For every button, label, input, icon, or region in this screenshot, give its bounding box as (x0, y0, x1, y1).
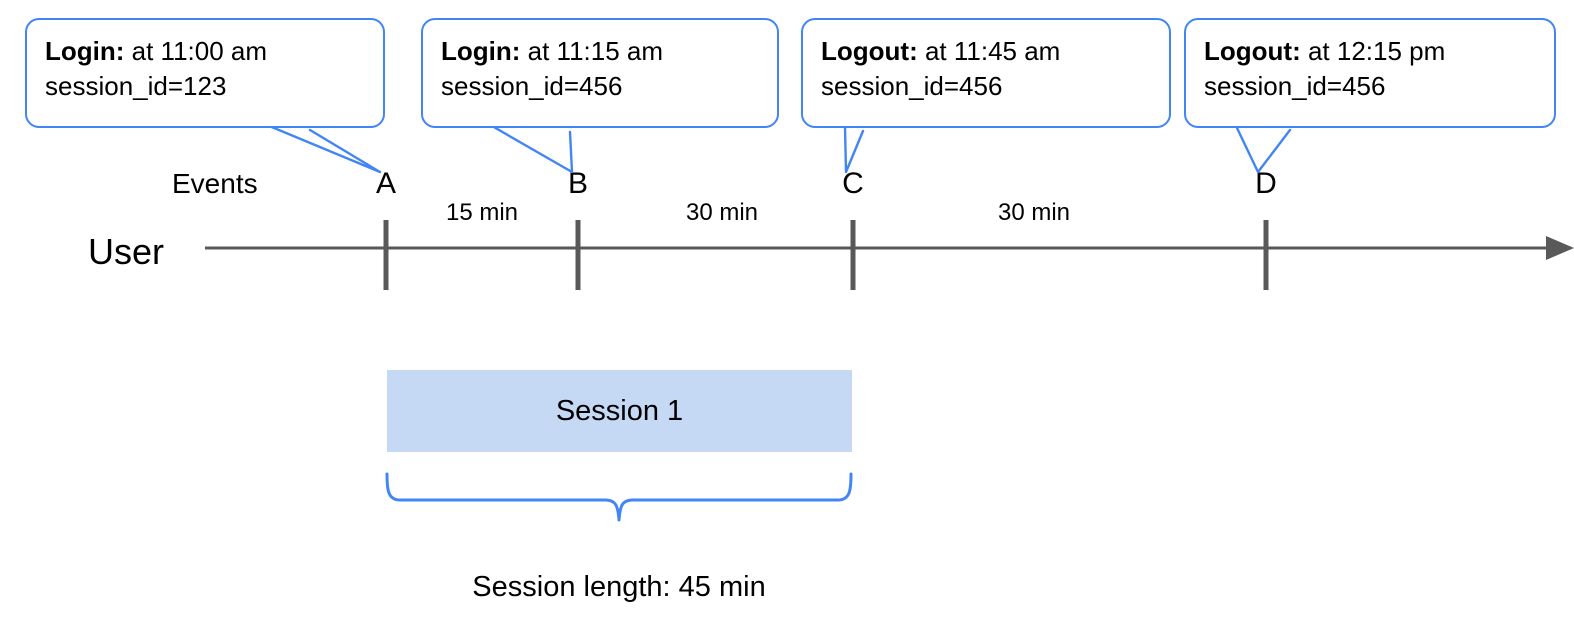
gap-label-b-c: 30 min (685, 199, 759, 226)
event-callout-b-detail: at 11:15 am (520, 36, 664, 66)
event-callout-d[interactable]: Logout: at 12:15 pm session_id=456 (1184, 18, 1556, 128)
event-callout-c[interactable]: Logout: at 11:45 am session_id=456 (801, 18, 1171, 128)
event-callout-d-line2: session_id=456 (1204, 70, 1386, 101)
session-block[interactable]: Session 1 (387, 370, 852, 452)
event-callout-b[interactable]: Login: at 11:15 am session_id=456 (421, 18, 779, 128)
event-callout-d-line1: Logout: at 12:15 pm (1204, 34, 1538, 69)
tick-mark-d (1263, 220, 1269, 290)
event-callout-a-detail: at 11:00 am (124, 36, 268, 66)
event-callout-c-lead: Logout: (821, 36, 918, 66)
session-block-label: Session 1 (555, 394, 684, 427)
session-span-brace (385, 472, 853, 522)
tick-letter-c: C (842, 167, 864, 200)
event-callout-a[interactable]: Login: at 11:00 am session_id=123 (25, 18, 385, 128)
event-callout-d-lead: Logout: (1204, 36, 1301, 66)
axis-arrowhead-icon (1546, 236, 1574, 260)
tick-letter-d: D (1255, 167, 1277, 200)
axis-row-label-user: User (88, 231, 165, 272)
event-callout-a-line2: session_id=123 (45, 70, 227, 101)
event-callout-c-line2: session_id=456 (821, 70, 1003, 101)
event-callout-b-line1: Login: at 11:15 am (441, 34, 761, 69)
event-callout-c-detail: at 11:45 am (917, 36, 1061, 66)
brace-path (385, 472, 853, 522)
tick-mark-b (575, 220, 581, 290)
tick-letter-b: B (567, 167, 589, 200)
tick-mark-c (850, 220, 856, 290)
tick-letter-a: A (375, 167, 397, 200)
event-callout-b-lead: Login: (441, 36, 521, 66)
event-callout-b-line2: session_id=456 (441, 70, 623, 101)
event-callout-d-detail: at 12:15 pm (1300, 36, 1446, 66)
gap-label-c-d: 30 min (997, 199, 1071, 226)
gap-label-a-b: 15 min (445, 199, 519, 226)
event-callout-a-lead: Login: (45, 36, 125, 66)
tick-mark-a (383, 220, 389, 290)
session-length-caption: Session length: 45 min (472, 571, 766, 603)
event-callout-c-line1: Logout: at 11:45 am (821, 34, 1153, 69)
event-callout-a-line1: Login: at 11:00 am (45, 34, 367, 69)
